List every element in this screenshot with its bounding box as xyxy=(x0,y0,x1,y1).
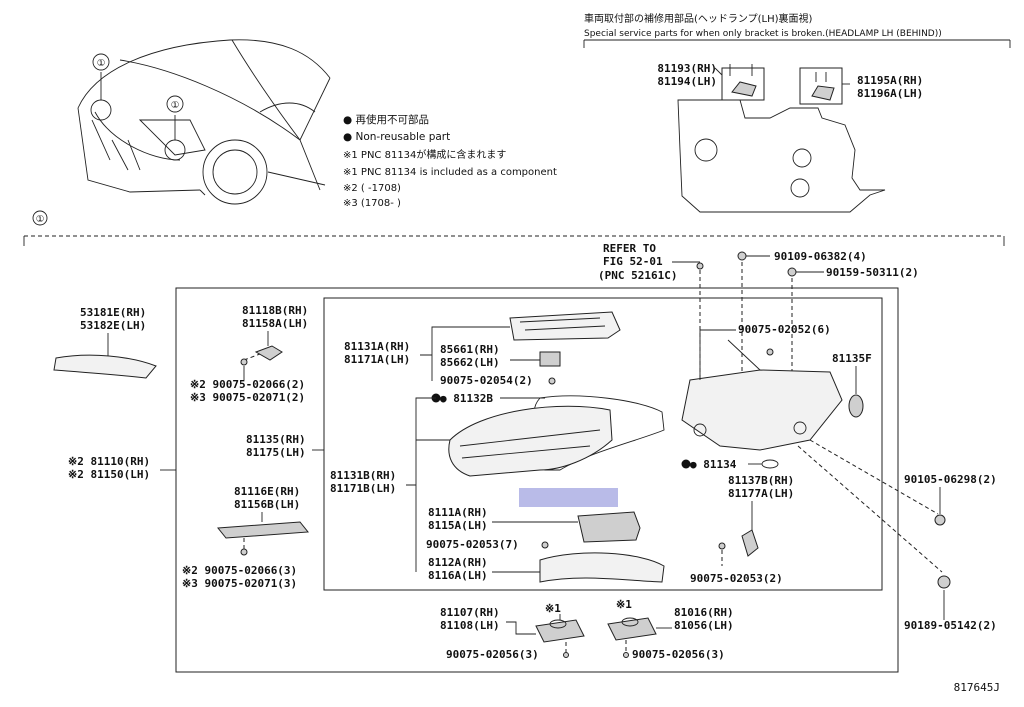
label-81132b: ● 81132B xyxy=(440,392,493,405)
inset-title-en: Special service parts for when only brac… xyxy=(584,29,942,39)
label-05142: 90189-05142(2) xyxy=(904,619,997,632)
label-81134: ● 81134 xyxy=(690,458,737,471)
lamp-unit-box xyxy=(323,297,883,591)
label-81137b: 81137B(RH) xyxy=(728,474,794,487)
label-02052: 90075-02052(6) xyxy=(738,323,831,336)
label-85662: 85662(LH) xyxy=(440,356,500,369)
label-8112a: 8112A(RH) xyxy=(428,556,488,569)
sensor-81137b xyxy=(741,529,759,557)
callout-circle-right xyxy=(164,139,186,161)
legend-note1-en: ※1 PNC 81134 is included as a component xyxy=(343,167,557,178)
bracket-box-81195 xyxy=(799,67,843,105)
label-81196a: 81196A(LH) xyxy=(857,87,923,100)
label-02054: 90075-02054(2) xyxy=(440,374,533,387)
cover-53181e xyxy=(53,354,157,379)
assembly-box xyxy=(175,287,899,673)
label-8111a: 8111A(RH) xyxy=(428,506,488,519)
label-81195a: 81195A(RH) xyxy=(857,74,923,87)
inset-title-jp: 車両取付部の補修用部品(ヘッドランプ(LH)裏面視) xyxy=(584,12,812,25)
module-85661 xyxy=(539,351,561,367)
label-53182e: 53182E(LH) xyxy=(80,319,146,332)
module-8112a xyxy=(539,552,665,583)
label-8116a: 8116A(LH) xyxy=(428,569,488,582)
car-front-illustration xyxy=(77,39,331,205)
label-02053-7: 90075-02053(7) xyxy=(426,538,519,551)
label-81016: 81016(RH) xyxy=(674,606,734,619)
label-81171a: 81171A(LH) xyxy=(344,353,410,366)
label-81150: ※2 81150(LH) xyxy=(68,468,150,481)
ballast-81016 xyxy=(607,617,657,641)
figure-id: 817645J xyxy=(954,681,1000,694)
label-81156b: 81156B(LH) xyxy=(234,498,300,511)
label-53181e: 53181E(RH) xyxy=(80,306,146,319)
label-06298: 90105-06298(2) xyxy=(904,473,997,486)
label-81108: 81108(LH) xyxy=(440,619,500,632)
label-81056: 81056(LH) xyxy=(674,619,734,632)
legend-note2: ※2 ( -1708) xyxy=(343,183,401,194)
bracket-81195-shape xyxy=(811,85,835,101)
headlamp-rear-outline xyxy=(677,99,886,213)
label-85661: 85661(RH) xyxy=(440,343,500,356)
refer-line1: REFER TO xyxy=(603,242,656,255)
label-02071-2: ※3 90075-02071(2) xyxy=(190,391,305,404)
label-81158a: 81158A(LH) xyxy=(242,317,308,330)
label-81194: 81194(LH) xyxy=(657,75,717,88)
label-02066-3: ※2 90075-02066(3) xyxy=(182,564,297,577)
label-81131b: 81131B(RH) xyxy=(330,469,396,482)
bracket-box-81193 xyxy=(721,67,765,101)
label-81171b: 81171B(LH) xyxy=(330,482,396,495)
label-81116e: 81116E(RH) xyxy=(234,485,300,498)
label-81135f: 81135F xyxy=(832,352,872,365)
bracket-81193-shape xyxy=(731,81,757,97)
cap-81135f xyxy=(848,394,864,418)
section-callout: ① xyxy=(36,214,45,225)
label-06382: 90109-06382(4) xyxy=(774,250,867,263)
label-02053-2: 90075-02053(2) xyxy=(690,572,783,585)
label-81193: 81193(RH) xyxy=(657,62,717,75)
ballast-81107 xyxy=(535,619,585,643)
legend-note1-jp: ※1 PNC 81134が構成に含まれます xyxy=(343,148,506,161)
module-8111a xyxy=(577,511,641,543)
legend-nonreuse-en: ● Non-reusable part xyxy=(343,131,450,143)
label-81175: 81175(LH) xyxy=(246,446,306,459)
label-50311: 90159-50311(2) xyxy=(826,266,919,279)
refer-line3: (PNC 52161C) xyxy=(598,269,677,282)
callout-circle-left xyxy=(90,99,112,121)
label-02071-3: ※3 90075-02071(3) xyxy=(182,577,297,590)
callout-label-b: ① xyxy=(171,100,180,111)
label-81107: 81107(RH) xyxy=(440,606,500,619)
rear-housing xyxy=(681,369,843,451)
legend-note3: ※3 (1708- ) xyxy=(343,198,401,209)
label-02066-2: ※2 90075-02066(2) xyxy=(190,378,305,391)
bracket-81116e xyxy=(217,521,309,539)
callout-label-a: ① xyxy=(97,58,106,69)
label-81118b: 81118B(RH) xyxy=(242,304,308,317)
label-81135: 81135(RH) xyxy=(246,433,306,446)
label-mark1a: ※1 xyxy=(545,602,561,615)
label-02056-a: 90075-02056(3) xyxy=(446,648,539,661)
label-81131a: 81131A(RH) xyxy=(344,340,410,353)
label-81177a: 81177A(LH) xyxy=(728,487,794,500)
lamp-housing-81135 xyxy=(448,405,613,477)
label-8115a: 8115A(LH) xyxy=(428,519,488,532)
module-81131a xyxy=(509,311,621,341)
highlight-box xyxy=(519,488,618,507)
nonreuse-dot-81134 xyxy=(681,459,691,469)
bracket-81118b xyxy=(254,345,283,361)
label-mark1b: ※1 xyxy=(616,598,632,611)
refer-line2: FIG 52-01 xyxy=(603,255,663,268)
label-02056-b: 90075-02056(3) xyxy=(632,648,725,661)
label-81110: ※2 81110(RH) xyxy=(68,455,150,468)
legend-nonreuse-jp: ● 再使用不可部品 xyxy=(343,113,429,126)
